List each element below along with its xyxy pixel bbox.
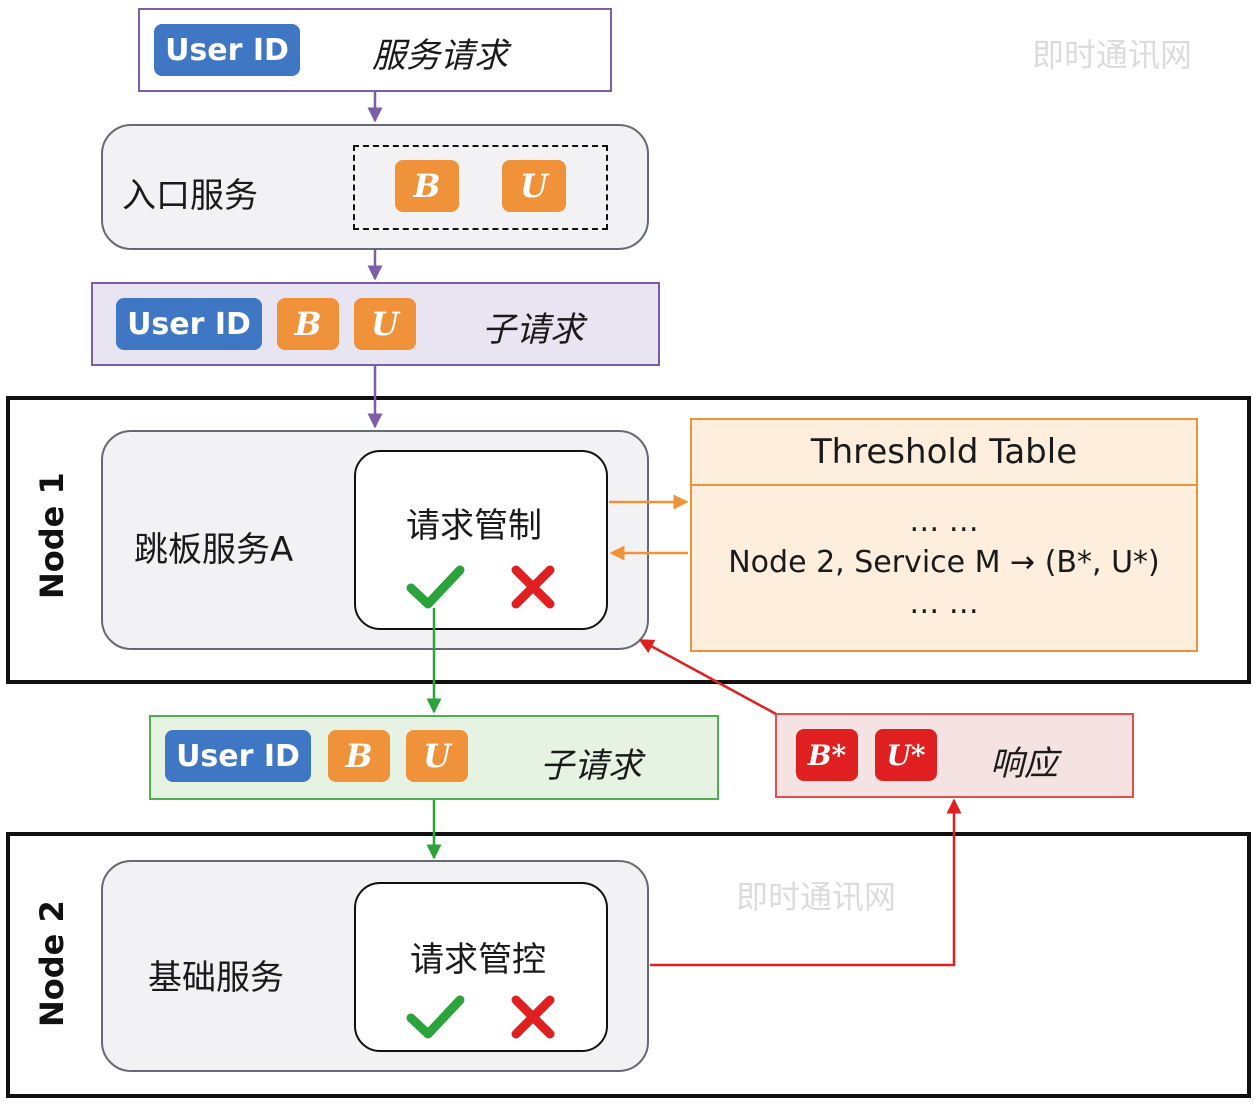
service-request-label: 服务请求: [372, 36, 508, 76]
threshold-row: … …: [909, 586, 979, 621]
threshold-row: … …: [909, 504, 979, 539]
u-badge: U: [406, 730, 468, 782]
user-id-badge: User ID: [116, 298, 262, 350]
sub-request-label: 子请求: [482, 310, 584, 350]
u-star-badge: U*: [875, 729, 937, 781]
b-badge: B: [395, 160, 459, 212]
response-box: [775, 713, 1134, 798]
b-star-badge: B*: [796, 729, 858, 781]
entry-dashed-group: [353, 145, 608, 230]
node-2-box: [6, 832, 1251, 1098]
jump-service-label: 跳板服务A: [134, 530, 294, 570]
b-badge: B: [277, 298, 339, 350]
user-id-badge: User ID: [154, 24, 300, 76]
threshold-row: Node 2, Service M → (B*, U*): [728, 545, 1160, 580]
request-control-label: 请求管控: [410, 940, 546, 980]
response-label: 响应: [990, 744, 1058, 784]
u-badge: U: [354, 298, 416, 350]
threshold-table-title: Threshold Table: [692, 420, 1196, 486]
service-request-box: [138, 8, 612, 92]
request-control-label: 请求管制: [406, 506, 542, 546]
entry-service-label: 入口服务: [122, 176, 258, 216]
request-control-box: [354, 450, 608, 630]
b-badge: B: [328, 730, 390, 782]
base-service-label: 基础服务: [148, 958, 284, 998]
sub-request-label: 子请求: [540, 746, 642, 786]
node-1-box: [6, 396, 1251, 684]
request-control-box: [354, 882, 608, 1052]
threshold-table: Threshold Table … … Node 2, Service M → …: [690, 418, 1198, 652]
node-2-title: Node 2: [33, 900, 71, 1027]
watermark-top: 即时通讯网: [1032, 36, 1193, 74]
u-badge: U: [502, 160, 566, 212]
user-id-badge: User ID: [165, 730, 311, 782]
node-1-title: Node 1: [33, 472, 71, 599]
